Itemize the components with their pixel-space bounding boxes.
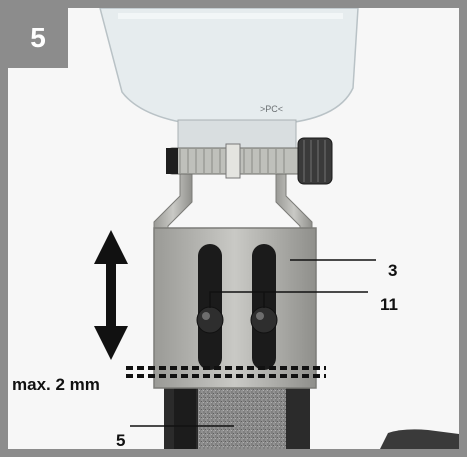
double-arrow-vertical-icon: [94, 230, 128, 360]
callout-label-5: 5: [116, 431, 126, 450]
screw-right: [250, 306, 278, 334]
callout-line-11: [209, 291, 368, 308]
grinding-wheel-abrasive: [198, 386, 286, 449]
callout-label-3: 3: [388, 261, 398, 280]
guard-marking: >PC<: [260, 104, 283, 114]
machine-housing: [380, 429, 459, 449]
eye-shield: [99, 8, 359, 127]
adjustable-spark-guard-plate: [153, 227, 317, 389]
spark-guard-illustration: >PC<: [94, 8, 459, 449]
gap-label: max. 2 mm: [12, 375, 100, 394]
step-number-badge: 5: [8, 8, 68, 68]
screw-left: [196, 306, 224, 334]
callout-label-11: 11: [380, 295, 398, 314]
adjustment-knob: [297, 137, 333, 185]
